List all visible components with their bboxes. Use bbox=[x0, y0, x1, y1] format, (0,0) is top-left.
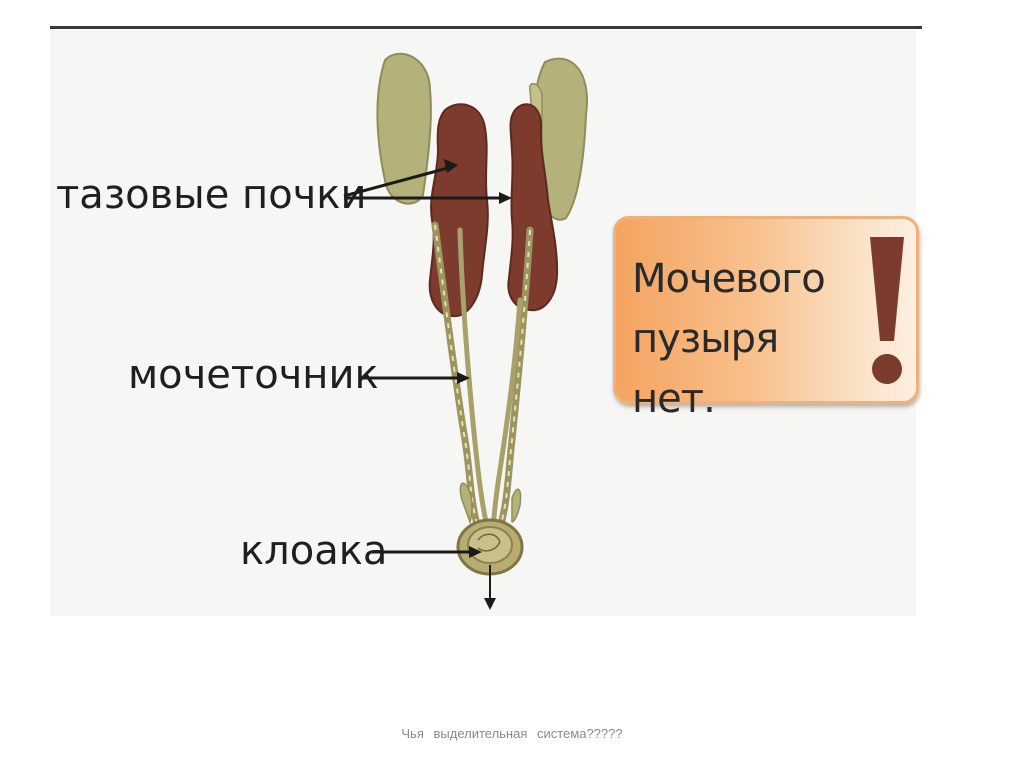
cloaca-outflow-arrowhead bbox=[484, 598, 496, 610]
cloaca-inner bbox=[468, 527, 512, 563]
slide-caption: Чья выделительная система????? bbox=[0, 726, 1024, 741]
exclamation-icon bbox=[866, 229, 908, 389]
left-kidney bbox=[430, 104, 488, 316]
arrow-to-right-kidney-head bbox=[499, 192, 512, 204]
callout-text: Мочевого пузыря нет. bbox=[632, 249, 872, 429]
no-bladder-callout: Мочевого пузыря нет. bbox=[613, 216, 919, 404]
label-ureter: мочеточник bbox=[128, 352, 379, 398]
label-pelvic-kidneys: тазовые почки bbox=[56, 172, 366, 218]
cloaca-right-horn bbox=[512, 489, 521, 522]
label-cloaca: клоака bbox=[240, 528, 387, 574]
